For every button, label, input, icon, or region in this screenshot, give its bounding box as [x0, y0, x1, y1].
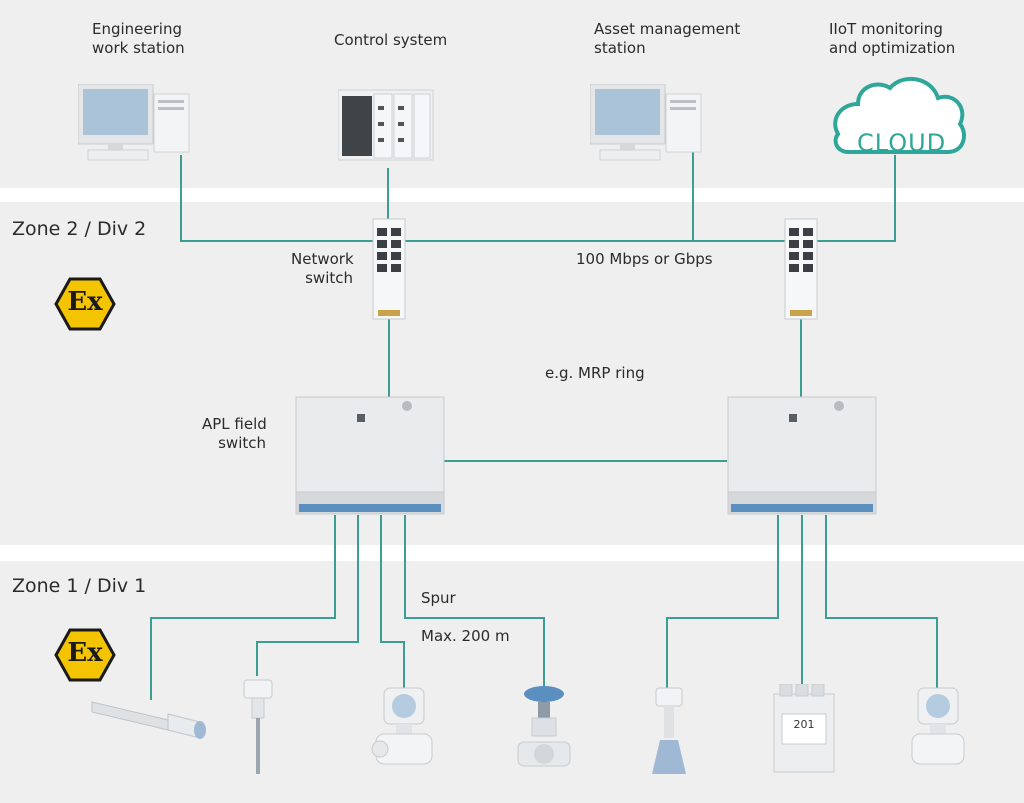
zone1-band	[0, 561, 1024, 803]
wire-engineering	[180, 155, 384, 242]
spur-label: Spur	[421, 589, 456, 607]
bandwidth-label: 100 Mbps or Gbps	[576, 250, 713, 268]
spur-5	[666, 515, 779, 690]
spur-3	[380, 515, 405, 690]
network-switch-icon	[372, 218, 406, 320]
zone2-label: Zone 2 / Div 2	[12, 218, 147, 240]
radar-level-sensor-icon	[652, 687, 686, 774]
spur-7	[825, 515, 938, 690]
flowmeter-icon	[911, 687, 965, 765]
display-reading: 201	[793, 718, 815, 731]
asset-station-icon	[590, 84, 702, 161]
spur-1	[150, 515, 336, 700]
apl-field-switch-icon	[295, 396, 445, 515]
spur-length-label: Max. 200 m	[421, 627, 510, 645]
flowmeter-icon	[371, 687, 433, 765]
wire-cloud	[817, 155, 896, 242]
control-system-label: Control system	[334, 31, 448, 49]
cloud-icon	[833, 77, 966, 154]
ex-hazard-icon: Ex	[54, 628, 116, 682]
spur-4	[404, 515, 545, 690]
network-switch-icon	[784, 218, 818, 320]
display-unit-icon	[773, 684, 835, 773]
apl-field-switch-icon	[727, 396, 877, 515]
proximity-sensor-icon	[91, 701, 206, 739]
zone1-label: Zone 1 / Div 1	[12, 575, 147, 597]
cloud-label: CLOUD	[857, 129, 947, 157]
control-system-icon	[338, 89, 434, 161]
ex-hazard-icon: Ex	[54, 277, 116, 331]
control-valve-icon	[517, 686, 571, 767]
level-sensor-icon	[243, 679, 273, 774]
ring-label: e.g. MRP ring	[545, 364, 645, 382]
engineering-workstation-icon	[78, 84, 190, 161]
spur-2	[256, 515, 359, 676]
